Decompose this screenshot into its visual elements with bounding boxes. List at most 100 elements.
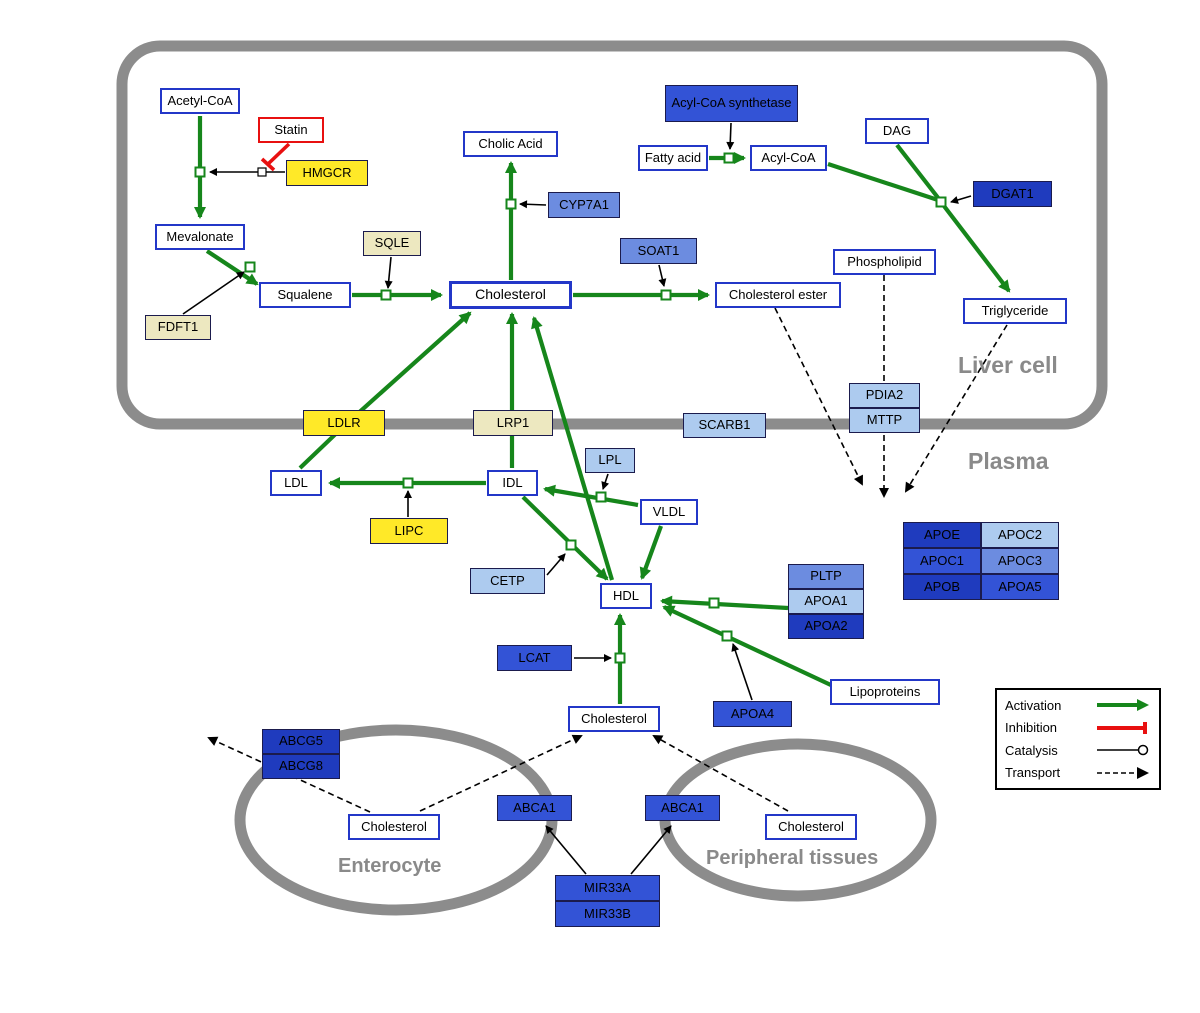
edge-mir33-abca1-left xyxy=(545,825,587,875)
node-abcg8[interactable]: ABCG8 xyxy=(262,754,340,779)
legend-activation-label: Activation xyxy=(1005,697,1062,713)
edge-acylcoasynthetase-catalysis xyxy=(726,122,735,150)
node-mttp[interactable]: MTTP xyxy=(849,408,920,433)
legend-transport-label: Transport xyxy=(1005,765,1061,781)
node-apoc2[interactable]: APOC2 xyxy=(981,522,1059,548)
node-lipoproteins[interactable]: Lipoproteins xyxy=(830,679,940,705)
edge-mir33-abca1-right xyxy=(630,825,672,875)
edge-idl-hdl xyxy=(521,495,609,581)
node-mir33a[interactable]: MIR33A xyxy=(555,875,660,901)
node-cyp7a1[interactable]: CYP7A1 xyxy=(548,192,620,218)
inhibition-bar xyxy=(260,157,276,172)
edge-peripheral-cholesterol-efflux xyxy=(652,735,789,812)
catalysis-circle-symbol xyxy=(1097,745,1149,756)
node-apoa4[interactable]: APOA4 xyxy=(713,701,792,727)
edge-mevalonate-squalene xyxy=(205,249,259,286)
node-cholesterol-peripheral[interactable]: Cholesterol xyxy=(765,814,857,840)
node-soat1[interactable]: SOAT1 xyxy=(620,238,697,264)
edge-cetp-catalysis xyxy=(546,553,566,576)
edge-vldl-hdl xyxy=(639,525,663,580)
node-acyl-coa[interactable]: Acyl-CoA xyxy=(750,145,827,171)
legend: Activation Inhibition Catalysis Transpor… xyxy=(995,688,1161,790)
node-phospholipid[interactable]: Phospholipid xyxy=(833,249,936,275)
node-acetyl-coa[interactable]: Acetyl-CoA xyxy=(160,88,240,114)
catalysis-edges xyxy=(182,122,972,875)
reaction-nodes xyxy=(194,152,947,664)
node-dag[interactable]: DAG xyxy=(865,118,929,144)
node-mevalonate[interactable]: Mevalonate xyxy=(155,224,245,250)
node-idl[interactable]: IDL xyxy=(487,470,538,496)
node-mir33b[interactable]: MIR33B xyxy=(555,901,660,927)
inhibition-edges xyxy=(260,142,291,172)
legend-transport-row: Transport xyxy=(1005,765,1151,780)
edge-lipoproteins-hdl xyxy=(662,605,834,688)
edge-triglyceride-plasma xyxy=(904,324,1008,493)
catalysis-junction xyxy=(257,167,267,177)
legend-catalysis-label: Catalysis xyxy=(1005,742,1058,758)
edge-cyp7a1-catalysis xyxy=(519,200,547,209)
node-apoc3[interactable]: APOC3 xyxy=(981,548,1059,574)
node-acyl-coa-synthetase[interactable]: Acyl-CoA synthetase xyxy=(665,85,798,122)
node-cholesterol-ester[interactable]: Cholesterol ester xyxy=(715,282,841,308)
node-apob[interactable]: APOB xyxy=(903,574,981,600)
edge-ldl-ldlr-cholesterol xyxy=(298,311,472,470)
node-sqle[interactable]: SQLE xyxy=(363,231,421,256)
node-scarb1[interactable]: SCARB1 xyxy=(683,413,766,438)
node-triglyceride[interactable]: Triglyceride xyxy=(963,298,1067,324)
node-apoe[interactable]: APOE xyxy=(903,522,981,548)
node-apoa1[interactable]: APOA1 xyxy=(788,589,864,614)
enterocyte-label: Enterocyte xyxy=(338,855,442,877)
inhibition-bar-symbol xyxy=(1097,721,1147,734)
edge-dgatnode-triglyceride xyxy=(942,204,1011,293)
node-squalene[interactable]: Squalene xyxy=(259,282,351,308)
legend-inhibition-label: Inhibition xyxy=(1005,720,1058,736)
node-pltp[interactable]: PLTP xyxy=(788,564,864,589)
node-ldlr[interactable]: LDLR xyxy=(303,410,385,436)
edge-vldl-idl xyxy=(543,484,639,508)
node-vldl[interactable]: VLDL xyxy=(640,499,698,525)
node-hmgcr[interactable]: HMGCR xyxy=(286,160,368,186)
node-abca1-right[interactable]: ABCA1 xyxy=(645,795,720,821)
liver-cell-outline xyxy=(116,40,1108,430)
legend-activation-row: Activation xyxy=(1005,698,1151,713)
node-apoa2[interactable]: APOA2 xyxy=(788,614,864,639)
edge-fdft1-catalysis xyxy=(182,271,245,315)
node-lrp1[interactable]: LRP1 xyxy=(473,410,553,436)
edge-hdl-liver-cholesterol xyxy=(531,316,615,581)
node-abca1-left[interactable]: ABCA1 xyxy=(497,795,572,821)
liver-cell-label: Liver cell xyxy=(958,352,1058,378)
node-pdia2[interactable]: PDIA2 xyxy=(849,383,920,408)
edge-statin-inhibits-hmgcr xyxy=(266,142,291,166)
edge-sqle-catalysis xyxy=(384,256,393,289)
node-lcat[interactable]: LCAT xyxy=(497,645,572,671)
legend-catalysis-row: Catalysis xyxy=(1005,743,1151,758)
edge-apoa-hdl xyxy=(660,595,789,611)
node-lpl[interactable]: LPL xyxy=(585,448,635,473)
node-hdl[interactable]: HDL xyxy=(600,583,652,609)
node-lipc[interactable]: LIPC xyxy=(370,518,448,544)
edge-lpl-catalysis xyxy=(601,473,610,490)
node-apoc1[interactable]: APOC1 xyxy=(903,548,981,574)
node-abcg5[interactable]: ABCG5 xyxy=(262,729,340,754)
node-fatty-acid[interactable]: Fatty acid xyxy=(638,145,708,171)
activation-edges xyxy=(194,116,1011,704)
edge-soat1-catalysis xyxy=(658,264,667,287)
compartment-outlines xyxy=(116,40,1108,916)
edge-cholesterolester-plasma xyxy=(774,307,863,486)
node-cholesterol-enterocyte[interactable]: Cholesterol xyxy=(348,814,440,840)
legend-inhibition-row: Inhibition xyxy=(1005,720,1151,735)
node-apoa5[interactable]: APOA5 xyxy=(981,574,1059,600)
node-cholic-acid[interactable]: Cholic Acid xyxy=(463,131,558,157)
node-cetp[interactable]: CETP xyxy=(470,568,545,594)
transport-arrow-symbol xyxy=(1097,766,1149,779)
node-statin[interactable]: Statin xyxy=(258,117,324,143)
node-cholesterol-plasma[interactable]: Cholesterol xyxy=(568,706,660,732)
peripheral-tissues-label: Peripheral tissues xyxy=(706,847,879,869)
edge-acylcoa-dgatnode xyxy=(827,162,942,203)
edge-apoa4-catalysis xyxy=(731,643,753,701)
node-fdft1[interactable]: FDFT1 xyxy=(145,315,211,340)
node-ldl[interactable]: LDL xyxy=(270,470,322,496)
node-dgat1[interactable]: DGAT1 xyxy=(973,181,1052,207)
node-cholesterol-liver[interactable]: Cholesterol xyxy=(449,281,572,309)
